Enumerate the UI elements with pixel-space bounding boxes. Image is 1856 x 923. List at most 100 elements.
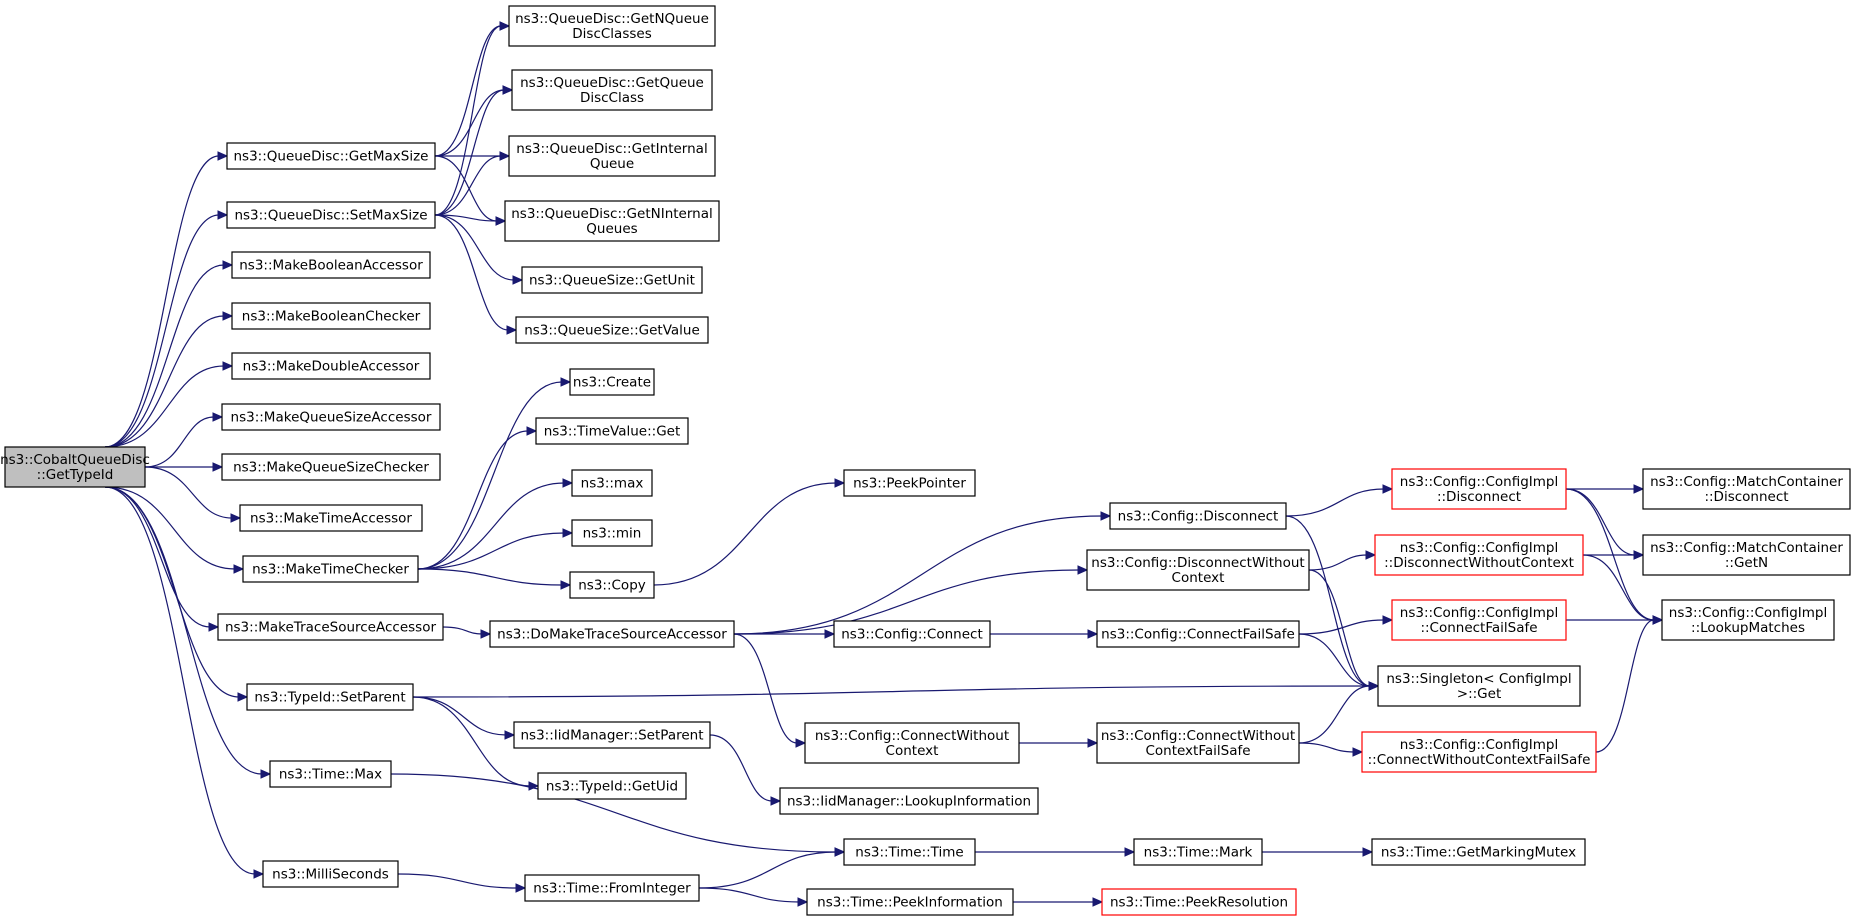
node-box-qd_getnqueuediscclasses[interactable] bbox=[508, 5, 716, 47]
node-box-min[interactable] bbox=[571, 519, 653, 547]
node-cfg_connect_noctx[interactable]: ns3::Config::ConnectWithoutContext bbox=[804, 722, 1020, 764]
node-box-time_peekinfo[interactable] bbox=[806, 888, 1014, 916]
node-mc_getn[interactable]: ns3::Config::MatchContainer::GetN bbox=[1642, 534, 1851, 576]
node-time_time[interactable]: ns3::Time::Time bbox=[843, 838, 976, 866]
node-time_max[interactable]: ns3::Time::Max bbox=[269, 760, 392, 788]
node-make_double_acc[interactable]: ns3::MakeDoubleAccessor bbox=[231, 352, 431, 380]
node-time_getmarkingmutex[interactable]: ns3::Time::GetMarkingMutex bbox=[1371, 838, 1586, 866]
node-box-time_frominteger[interactable] bbox=[524, 874, 700, 902]
node-box-time_peekres[interactable] bbox=[1101, 888, 1297, 916]
node-make_bool_acc[interactable]: ns3::MakeBooleanAccessor bbox=[231, 251, 431, 279]
node-qd_setmaxsize[interactable]: ns3::QueueDisc::SetMaxSize bbox=[226, 201, 436, 229]
node-box-iid_setparent[interactable] bbox=[513, 721, 711, 749]
node-cfg_disconnect[interactable]: ns3::Config::Disconnect bbox=[1109, 502, 1287, 530]
node-copy[interactable]: ns3::Copy bbox=[569, 571, 655, 599]
node-min[interactable]: ns3::min bbox=[571, 519, 653, 547]
node-time_mark[interactable]: ns3::Time::Mark bbox=[1133, 838, 1263, 866]
node-timevalue_get[interactable]: ns3::TimeValue::Get bbox=[535, 417, 689, 445]
node-box-impl_disconnect_noctx[interactable] bbox=[1374, 534, 1584, 576]
node-box-qs_getvalue[interactable] bbox=[515, 316, 709, 344]
node-milliseconds[interactable]: ns3::MilliSeconds bbox=[262, 860, 399, 888]
node-root[interactable]: ns3::CobaltQueueDisc::GetTypeId bbox=[0, 446, 150, 488]
node-typeid_setparent[interactable]: ns3::TypeId::SetParent bbox=[246, 683, 414, 711]
node-box-make_time_chk[interactable] bbox=[242, 555, 419, 583]
node-impl_connect_noctx_fs[interactable]: ns3::Config::ConfigImpl::ConnectWithoutC… bbox=[1361, 731, 1597, 773]
node-box-impl_disconnect[interactable] bbox=[1391, 468, 1567, 510]
node-make_qs_acc[interactable]: ns3::MakeQueueSizeAccessor bbox=[221, 403, 441, 431]
node-box-cfg_connect[interactable] bbox=[833, 620, 991, 648]
node-qs_getunit[interactable]: ns3::QueueSize::GetUnit bbox=[521, 266, 703, 294]
node-box-cfg_connect_noctx_fs[interactable] bbox=[1096, 722, 1300, 764]
node-time_frominteger[interactable]: ns3::Time::FromInteger bbox=[524, 874, 700, 902]
node-box-qd_getqueuediscclass[interactable] bbox=[511, 69, 713, 111]
node-cfg_connect_noctx_fs[interactable]: ns3::Config::ConnectWithoutContextFailSa… bbox=[1096, 722, 1300, 764]
node-peekpointer[interactable]: ns3::PeekPointer bbox=[843, 469, 976, 497]
node-box-typeid_setparent[interactable] bbox=[246, 683, 414, 711]
node-box-cfg_disconnect[interactable] bbox=[1109, 502, 1287, 530]
node-cfg_connect[interactable]: ns3::Config::Connect bbox=[833, 620, 991, 648]
node-cfg_connectfailsafe[interactable]: ns3::Config::ConnectFailSafe bbox=[1096, 620, 1300, 648]
node-box-create[interactable] bbox=[569, 368, 655, 396]
node-box-qd_getinternalqueue[interactable] bbox=[508, 135, 716, 177]
node-box-timevalue_get[interactable] bbox=[535, 417, 689, 445]
node-box-mc_getn[interactable] bbox=[1642, 534, 1851, 576]
node-box-time_getmarkingmutex[interactable] bbox=[1371, 838, 1586, 866]
node-iid_setparent[interactable]: ns3::IidManager::SetParent bbox=[513, 721, 711, 749]
node-box-iid_lookupinfo[interactable] bbox=[779, 787, 1039, 815]
node-box-make_trace_acc[interactable] bbox=[217, 613, 444, 641]
node-box-make_qs_acc[interactable] bbox=[221, 403, 441, 431]
node-make_qs_chk[interactable]: ns3::MakeQueueSizeChecker bbox=[221, 453, 441, 481]
node-box-time_max[interactable] bbox=[269, 760, 392, 788]
node-impl_connectfailsafe[interactable]: ns3::Config::ConfigImpl::ConnectFailSafe bbox=[1391, 599, 1567, 641]
node-time_peekres[interactable]: ns3::Time::PeekResolution bbox=[1101, 888, 1297, 916]
node-box-root[interactable] bbox=[4, 446, 146, 488]
node-box-cfg_connect_noctx[interactable] bbox=[804, 722, 1020, 764]
node-box-domake_trace_acc[interactable] bbox=[489, 620, 735, 648]
node-box-qd_setmaxsize[interactable] bbox=[226, 201, 436, 229]
node-mc_disconnect[interactable]: ns3::Config::MatchContainer::Disconnect bbox=[1642, 468, 1851, 510]
node-make_bool_chk[interactable]: ns3::MakeBooleanChecker bbox=[231, 302, 431, 330]
node-box-copy[interactable] bbox=[569, 571, 655, 599]
node-box-peekpointer[interactable] bbox=[843, 469, 976, 497]
node-make_time_chk[interactable]: ns3::MakeTimeChecker bbox=[242, 555, 419, 583]
node-box-time_time[interactable] bbox=[843, 838, 976, 866]
node-make_time_acc[interactable]: ns3::MakeTimeAccessor bbox=[239, 504, 423, 532]
node-typeid_getuid[interactable]: ns3::TypeId::GetUid bbox=[537, 772, 687, 800]
node-box-qd_getninternalqueues[interactable] bbox=[504, 200, 720, 242]
node-box-make_qs_chk[interactable] bbox=[221, 453, 441, 481]
node-make_trace_acc[interactable]: ns3::MakeTraceSourceAccessor bbox=[217, 613, 444, 641]
node-box-cfg_connectfailsafe[interactable] bbox=[1096, 620, 1300, 648]
node-impl_disconnect_noctx[interactable]: ns3::Config::ConfigImpl::DisconnectWitho… bbox=[1374, 534, 1584, 576]
node-time_peekinfo[interactable]: ns3::Time::PeekInformation bbox=[806, 888, 1014, 916]
node-box-qd_getmaxsize[interactable] bbox=[226, 142, 436, 170]
node-box-typeid_getuid[interactable] bbox=[537, 772, 687, 800]
node-domake_trace_acc[interactable]: ns3::DoMakeTraceSourceAccessor bbox=[489, 620, 735, 648]
node-impl_disconnect[interactable]: ns3::Config::ConfigImpl::Disconnect bbox=[1391, 468, 1567, 510]
node-iid_lookupinfo[interactable]: ns3::IidManager::LookupInformation bbox=[779, 787, 1039, 815]
node-box-time_mark[interactable] bbox=[1133, 838, 1263, 866]
node-max[interactable]: ns3::max bbox=[571, 469, 653, 497]
node-impl_lookupmatches[interactable]: ns3::Config::ConfigImpl::LookupMatches bbox=[1661, 599, 1835, 641]
node-box-cfg_disconnect_noctx[interactable] bbox=[1086, 549, 1310, 591]
node-box-impl_connect_noctx_fs[interactable] bbox=[1361, 731, 1597, 773]
node-box-max[interactable] bbox=[571, 469, 653, 497]
node-box-impl_connectfailsafe[interactable] bbox=[1391, 599, 1567, 641]
node-box-make_bool_acc[interactable] bbox=[231, 251, 431, 279]
node-box-impl_lookupmatches[interactable] bbox=[1661, 599, 1835, 641]
node-qs_getvalue[interactable]: ns3::QueueSize::GetValue bbox=[515, 316, 709, 344]
node-box-singleton_get[interactable] bbox=[1377, 665, 1581, 707]
node-box-mc_disconnect[interactable] bbox=[1642, 468, 1851, 510]
node-box-make_double_acc[interactable] bbox=[231, 352, 431, 380]
node-box-milliseconds[interactable] bbox=[262, 860, 399, 888]
node-singleton_get[interactable]: ns3::Singleton< ConfigImpl >::Get bbox=[1377, 665, 1581, 707]
node-box-make_bool_chk[interactable] bbox=[231, 302, 431, 330]
node-create[interactable]: ns3::Create bbox=[569, 368, 655, 396]
node-box-make_time_acc[interactable] bbox=[239, 504, 423, 532]
node-box-qs_getunit[interactable] bbox=[521, 266, 703, 294]
node-cfg_disconnect_noctx[interactable]: ns3::Config::DisconnectWithoutContext bbox=[1086, 549, 1310, 591]
node-qd_getmaxsize[interactable]: ns3::QueueDisc::GetMaxSize bbox=[226, 142, 436, 170]
